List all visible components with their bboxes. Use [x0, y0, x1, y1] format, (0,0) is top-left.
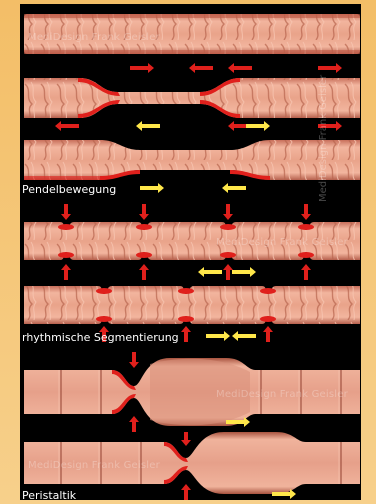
red-arrow-up: [223, 264, 233, 280]
arrows-row-3: [140, 183, 246, 193]
watermark-vertical: MediDesign Frank Geisler: [318, 42, 332, 202]
arrows-row-4-top: [61, 204, 311, 220]
label-pendelbewegung: Pendelbewegung: [22, 184, 116, 195]
label-rhythmische-segmentierung: rhythmische Segmentierung: [22, 332, 179, 343]
red-arrow-right: [130, 63, 154, 73]
arrows-row-2-top: [130, 63, 342, 73]
watermark-text: MediDesign Frank Geisler: [28, 32, 160, 43]
yellow-arrow-left: [232, 331, 256, 341]
red-arrow-up: [301, 264, 311, 280]
red-arrow-down: [301, 204, 311, 220]
red-arrow-down: [129, 352, 139, 368]
watermark-text: MediDesign Frank Geisler: [28, 460, 160, 471]
yellow-arrow-right: [206, 331, 230, 341]
yellow-arrow-right: [232, 267, 256, 277]
red-arrow-down: [223, 204, 233, 220]
red-arrow-up: [139, 264, 149, 280]
red-arrow-up: [181, 326, 191, 342]
yellow-arrow-right: [246, 121, 270, 131]
arrows-row-2-bottom: [55, 121, 342, 131]
red-arrow-down: [181, 432, 191, 446]
segment-2-tube: [24, 78, 360, 118]
yellow-arrow-left: [136, 121, 160, 131]
red-arrow-up: [61, 264, 71, 280]
watermark-text: MediDesign Frank Geisler: [216, 237, 348, 248]
red-arrow-down: [139, 204, 149, 220]
red-arrow-up: [181, 484, 191, 500]
label-peristaltik: Peristaltik: [22, 490, 76, 501]
red-arrow-left: [55, 121, 79, 131]
segment-3-tube: [24, 140, 360, 180]
yellow-arrow-left: [198, 267, 222, 277]
red-arrow-left: [228, 63, 252, 73]
red-arrow-up: [263, 326, 273, 342]
yellow-arrow-left: [222, 183, 246, 193]
segment-5-tube: [24, 286, 360, 324]
red-arrow-down: [61, 204, 71, 220]
watermark-text: MediDesign Frank Geisler: [216, 389, 348, 400]
red-arrow-left: [189, 63, 213, 73]
yellow-arrow-right: [140, 183, 164, 193]
red-arrow-up: [129, 416, 139, 432]
arrows-row-4-bottom: [61, 264, 311, 280]
